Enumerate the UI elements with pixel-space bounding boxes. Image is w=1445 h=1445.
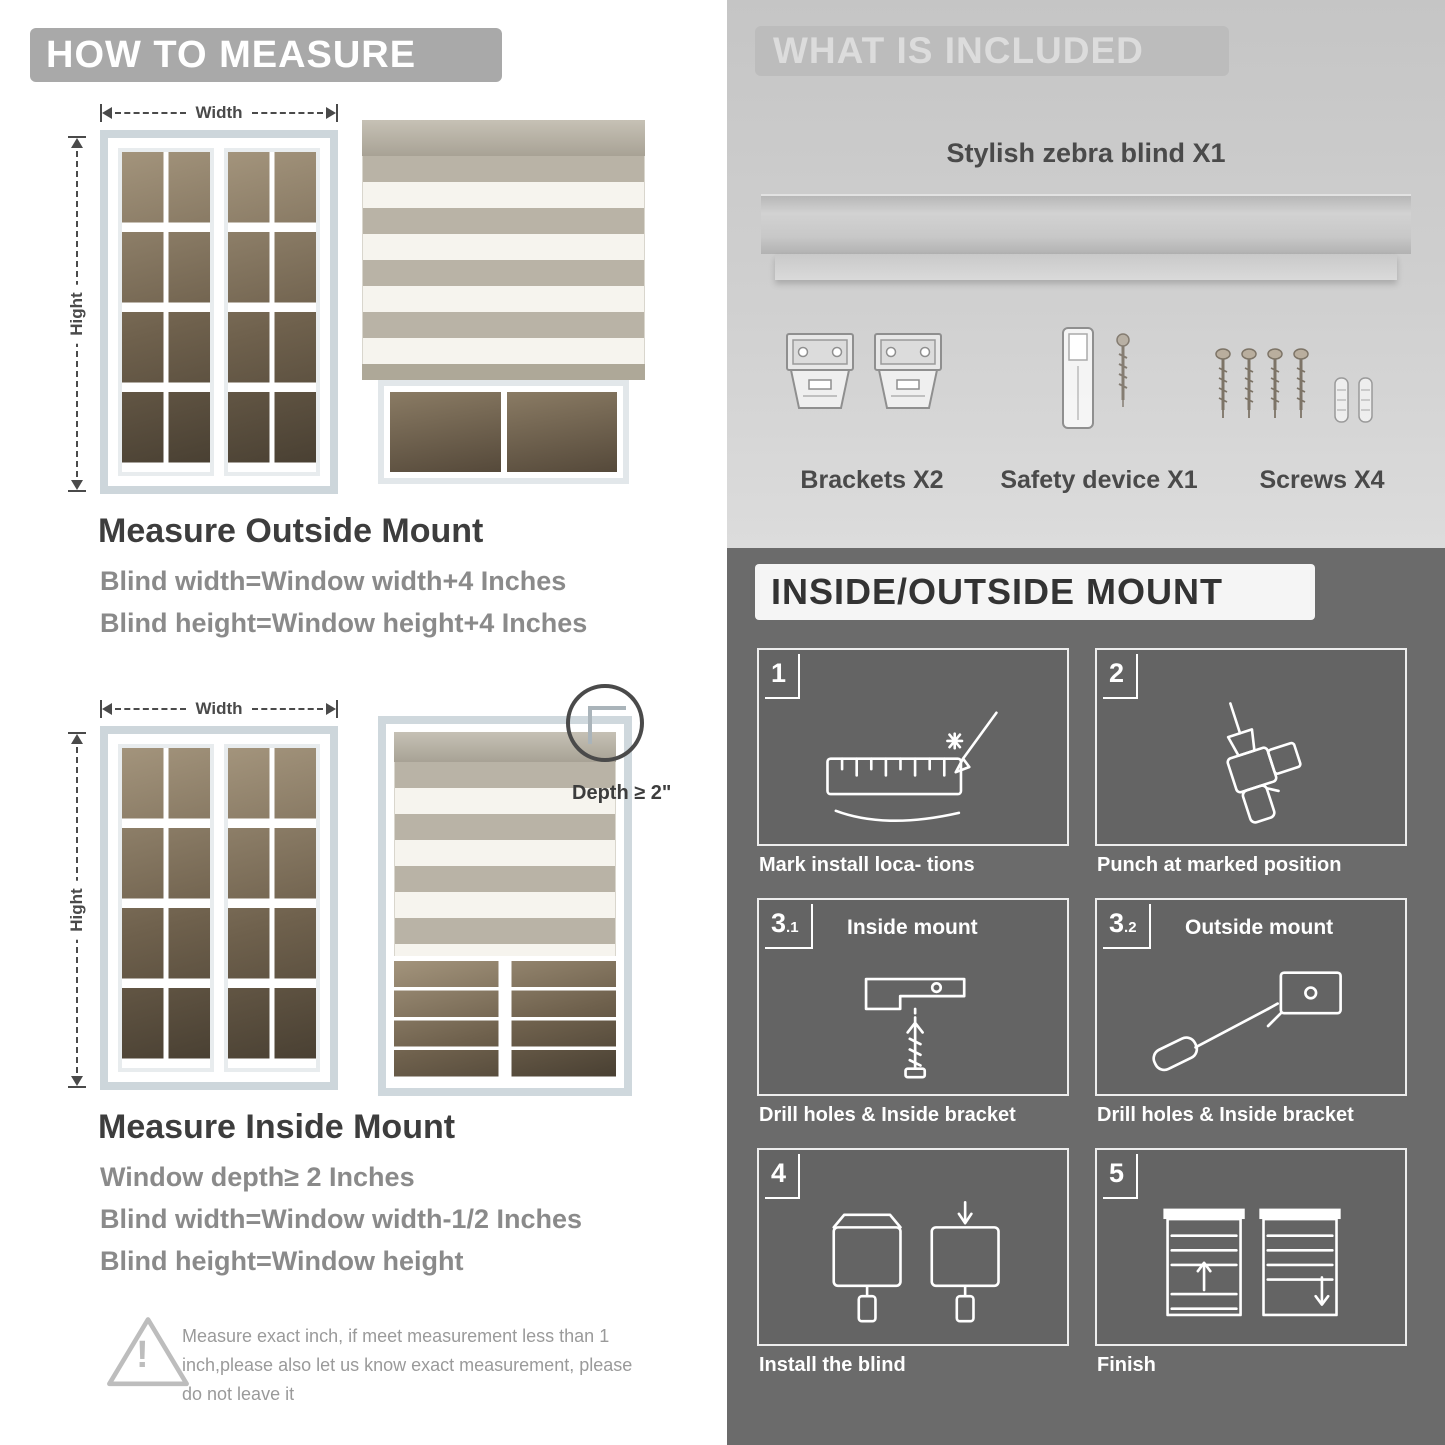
- window-panes: [228, 152, 316, 472]
- width-label: Width: [195, 699, 243, 718]
- finished-blind-icon: [1163, 1208, 1341, 1317]
- install-blind-icon: [832, 1201, 1000, 1323]
- step-panel-3-1: 3.1 Inside mount: [757, 898, 1069, 1096]
- height-label: Hight: [67, 284, 87, 344]
- step-panel-3-2: 3.2 Outside mount: [1095, 898, 1407, 1096]
- outside-bracket-screwdriver-icon: [1152, 971, 1342, 1072]
- inside-bracket-screw-icon: [864, 977, 966, 1079]
- blind-headrail-lip: [775, 254, 1397, 280]
- width-arrow-outside: Width: [100, 103, 338, 122]
- step-number: 1: [765, 654, 801, 699]
- zebra-blind-illustration-inside: [378, 716, 632, 1096]
- step-number: 2: [1103, 654, 1139, 699]
- window-sash: [118, 744, 214, 1072]
- blind-headrail-illustration: [761, 194, 1411, 254]
- window-illustration-inside: [100, 726, 338, 1090]
- step-title: Inside mount: [847, 916, 978, 939]
- step-caption-1: Mark install loca- tions: [759, 854, 975, 876]
- screws-label: Screws X4: [1259, 466, 1385, 494]
- mount-instructions-section: INSIDE/OUTSIDE MOUNT 1 Mark install loca…: [727, 548, 1445, 1445]
- window-panes: [122, 152, 210, 472]
- step-caption-3-1: Drill holes & Inside bracket: [759, 1104, 1016, 1126]
- what-is-included-banner: WHAT IS INCLUDED: [755, 26, 1229, 76]
- safety-device-label: Safety device X1: [1000, 466, 1198, 494]
- measuring-tape-icon: [826, 711, 998, 823]
- safety-device-icon: [1062, 327, 1130, 429]
- step-caption-4: Install the blind: [759, 1354, 906, 1376]
- step-caption-2: Punch at marked position: [1097, 854, 1342, 876]
- step-number: 3.2: [1103, 904, 1151, 949]
- window-pane: [506, 392, 617, 472]
- step-number: 3.1: [765, 904, 813, 949]
- step-number: 5: [1103, 1154, 1139, 1199]
- step-panel-1: 1: [757, 648, 1069, 846]
- window-sash: [224, 148, 320, 476]
- window-panes: [122, 748, 210, 1068]
- outside-mount-formula-height: Blind height=Window height+4 Inches: [100, 608, 588, 638]
- blind-cassette: [362, 120, 645, 156]
- step-number: 4: [765, 1154, 801, 1199]
- inside-mount-depth-rule: Window depth≥ 2 Inches: [100, 1162, 415, 1192]
- included-blind-label: Stylish zebra blind X1: [946, 138, 1226, 168]
- how-to-measure-banner: HOW TO MEASURE: [30, 28, 502, 82]
- anchor-icon: [1334, 377, 1373, 423]
- zebra-stripes: [394, 762, 616, 956]
- step-caption-3-2: Drill holes & Inside bracket: [1097, 1104, 1354, 1126]
- step-panel-2: 2: [1095, 648, 1407, 846]
- height-label: Hight: [67, 880, 87, 940]
- window-below-blind: [394, 961, 616, 1080]
- outside-mount-heading: Measure Outside Mount: [98, 512, 484, 550]
- mount-banner: INSIDE/OUTSIDE MOUNT: [755, 564, 1315, 620]
- brackets-label: Brackets X2: [800, 466, 944, 494]
- step-title: Outside mount: [1185, 916, 1334, 939]
- drill-icon: [1226, 702, 1302, 824]
- step-caption-5: Finish: [1097, 1354, 1156, 1376]
- window-below-blind: [378, 380, 629, 484]
- window-sash: [118, 148, 214, 476]
- inside-mount-formula-height: Blind height=Window height: [100, 1246, 464, 1276]
- window-panes: [394, 961, 616, 1080]
- width-label: Width: [195, 103, 243, 122]
- window-panes: [228, 748, 316, 1068]
- warning-text: Measure exact inch, if meet measurement …: [182, 1326, 633, 1404]
- warning-triangle-icon: [107, 1317, 189, 1387]
- step-panel-4: 4: [757, 1148, 1069, 1346]
- outside-mount-formula-width: Blind width=Window width+4 Inches: [100, 566, 567, 596]
- window-pane: [390, 392, 501, 472]
- how-to-measure-title: HOW TO MEASURE: [46, 33, 417, 76]
- zebra-stripes: [362, 156, 645, 364]
- bracket-icon: [786, 333, 942, 409]
- depth-note: Depth ≥ 2": [572, 782, 672, 804]
- what-is-included-title: WHAT IS INCLUDED: [773, 30, 1144, 71]
- height-arrow-inside: Hight: [67, 732, 87, 1088]
- width-arrow-inside: Width: [100, 699, 338, 718]
- what-is-included-section: WHAT IS INCLUDED Stylish zebra blind X1: [727, 0, 1445, 548]
- height-arrow-outside: Hight: [67, 136, 87, 492]
- step-panel-5: 5: [1095, 1148, 1407, 1346]
- window-illustration-outside: [100, 130, 338, 494]
- inside-mount-formula-width: Blind width=Window width-1/2 Inches: [100, 1204, 583, 1234]
- screw-icon: [1214, 347, 1373, 423]
- window-sash: [224, 744, 320, 1072]
- depth-callout-circle: [566, 684, 644, 762]
- inside-mount-heading: Measure Inside Mount: [98, 1108, 456, 1146]
- mount-title: INSIDE/OUTSIDE MOUNT: [771, 571, 1224, 612]
- blind-bottom-rail: [362, 364, 645, 380]
- warning-exclamation: !: [136, 1334, 149, 1376]
- zebra-blind-illustration-outside: [362, 120, 645, 484]
